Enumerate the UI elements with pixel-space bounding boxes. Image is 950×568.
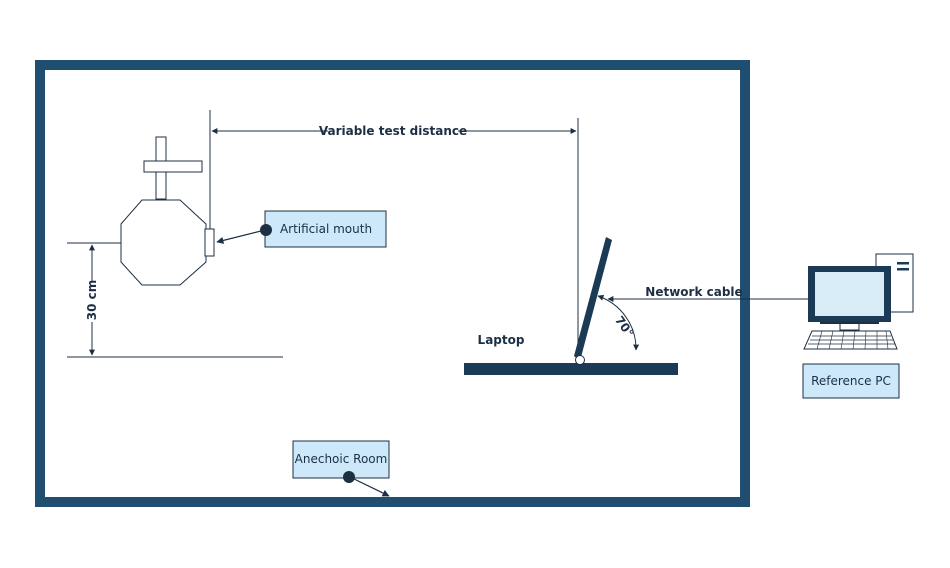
test-distance-dimension: Variable test distance bbox=[209, 110, 579, 350]
anechoic-room-callout: Anechoic Room bbox=[292, 440, 390, 497]
anechoic-room-label: Anechoic Room bbox=[295, 452, 388, 466]
network-cable: Network cable bbox=[607, 285, 808, 302]
reference-pc-label-box bbox=[802, 363, 900, 399]
laptop: Laptop bbox=[464, 237, 678, 375]
reference-pc: Reference PC bbox=[802, 253, 914, 399]
head-simulator bbox=[120, 136, 215, 286]
height-label: 30 cm bbox=[85, 280, 99, 321]
angle-indicator: 70° bbox=[597, 294, 640, 351]
height-dimension: 30 cm bbox=[67, 242, 283, 358]
artificial-mouth-callout: Artificial mouth bbox=[216, 210, 387, 248]
angle-label: 70° bbox=[612, 313, 636, 340]
test-distance-label: Variable test distance bbox=[319, 124, 467, 138]
artificial-mouth-label: Artificial mouth bbox=[280, 222, 372, 236]
laptop-base bbox=[464, 363, 678, 375]
reference-pc-label: Reference PC bbox=[811, 374, 891, 388]
laptop-label: Laptop bbox=[478, 333, 525, 347]
laptop-hinge bbox=[575, 355, 585, 365]
network-cable-label: Network cable bbox=[645, 285, 742, 299]
artificial-mouth-element bbox=[204, 228, 215, 257]
anechoic-room-border bbox=[35, 60, 750, 507]
laptop-screen bbox=[574, 237, 612, 361]
